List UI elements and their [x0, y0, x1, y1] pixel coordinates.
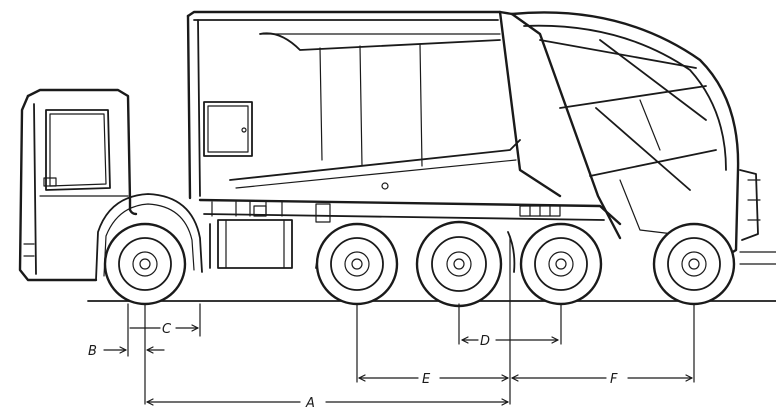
wheel-drive-2	[415, 220, 503, 308]
wheel-drive-1	[315, 222, 399, 306]
front-fender	[95, 193, 203, 281]
dimension-lines	[103, 235, 695, 406]
fuel-tank	[217, 219, 293, 269]
cab	[18, 88, 203, 282]
body	[186, 10, 562, 200]
dimension-label-c: C	[162, 322, 172, 337]
chassis	[198, 198, 622, 273]
wheel-front	[103, 222, 187, 306]
dimension-label-f: F	[610, 372, 618, 387]
cab-window	[45, 109, 111, 191]
access-panel	[203, 101, 253, 157]
wheel-drive-3	[519, 222, 603, 306]
tailgate	[510, 11, 776, 265]
wheel-tag-axle	[652, 222, 736, 306]
dimension-label-b: B	[88, 344, 97, 359]
dimension-label-e: E	[422, 372, 431, 387]
dimension-label-a: A	[305, 396, 315, 408]
door-handle	[43, 177, 57, 187]
dimension-label-d: D	[480, 334, 490, 349]
